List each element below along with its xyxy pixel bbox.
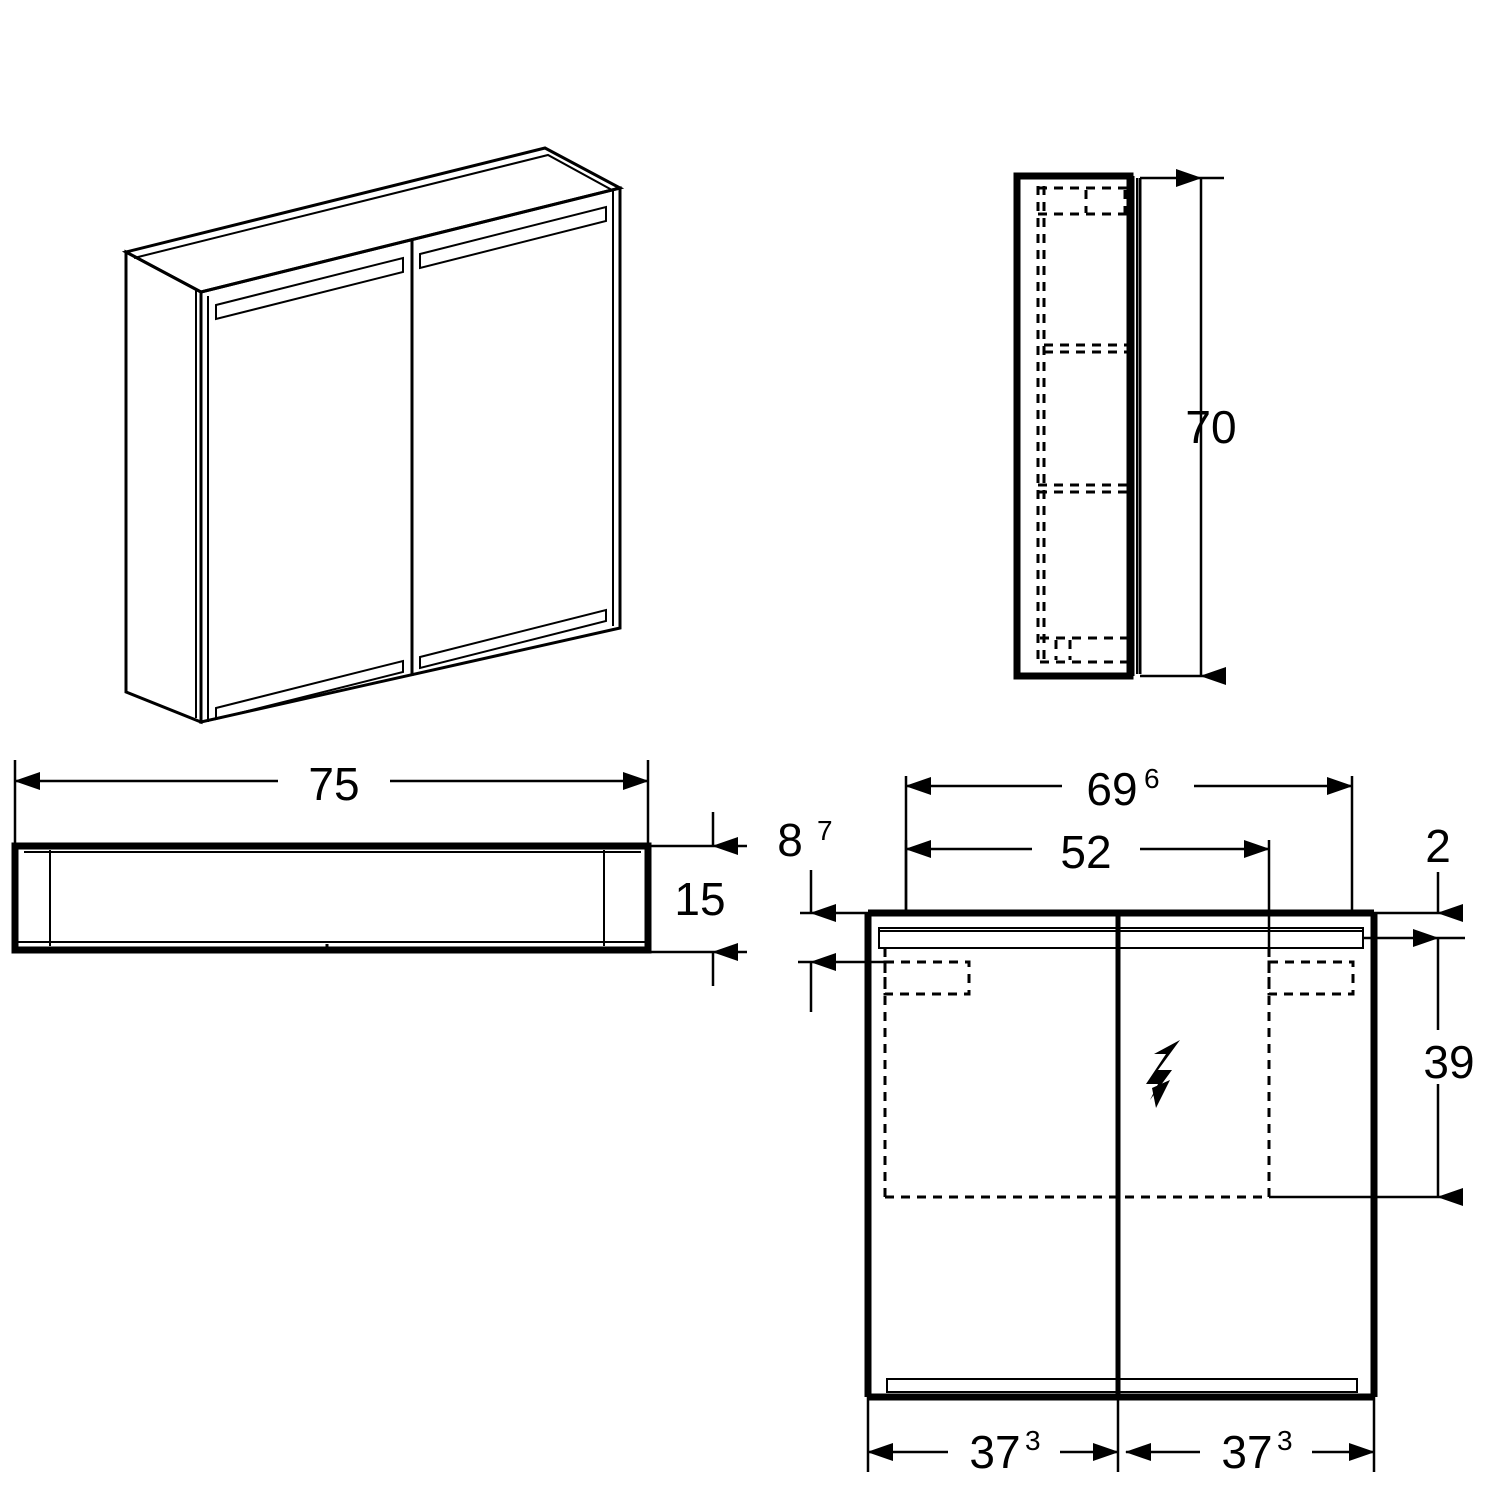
dimension-door-right: 37 3 (1125, 1397, 1376, 1478)
dimension-label-front-width: 69 (1086, 763, 1137, 815)
dimension-door-left: 37 3 (866, 1397, 1120, 1478)
dimension-label-shelf-zone: 39 (1423, 1036, 1474, 1088)
dimension-led-height: 2 (1363, 820, 1465, 940)
dimension-label-front-width-sup: 6 (1144, 763, 1160, 794)
dimension-label-hinge-offset-sup: 7 (817, 815, 833, 846)
front-view (864, 909, 1378, 1401)
dimension-label-height: 70 (1185, 401, 1236, 453)
dimension-label-door-right: 37 (1221, 1426, 1272, 1478)
dimension-hinge-offset: 8 7 (777, 814, 886, 1012)
dimension-led-width: 52 (904, 820, 1271, 948)
dimension-label-depth: 15 (674, 873, 725, 925)
dimension-shelf-zone: 39 (1269, 929, 1498, 1206)
dimension-label-width: 75 (308, 758, 359, 810)
isometric-view (121, 146, 625, 725)
dimension-label-door-right-sup: 3 (1277, 1425, 1293, 1456)
dimension-label-door-left-sup: 3 (1025, 1425, 1041, 1456)
dimension-label-led-height: 2 (1425, 820, 1451, 872)
dimension-label-led-width: 52 (1060, 826, 1111, 878)
dimension-depth-15: 15 (648, 812, 747, 986)
lightning-bolt-icon (1146, 1040, 1180, 1108)
dimension-height-70: 70 (1140, 169, 1237, 685)
dimension-width-75: 75 (13, 752, 650, 846)
dimension-label-hinge-offset: 8 (777, 814, 803, 866)
top-view (11, 842, 652, 954)
side-view (1013, 172, 1142, 680)
dimension-label-door-left: 37 (969, 1426, 1020, 1478)
